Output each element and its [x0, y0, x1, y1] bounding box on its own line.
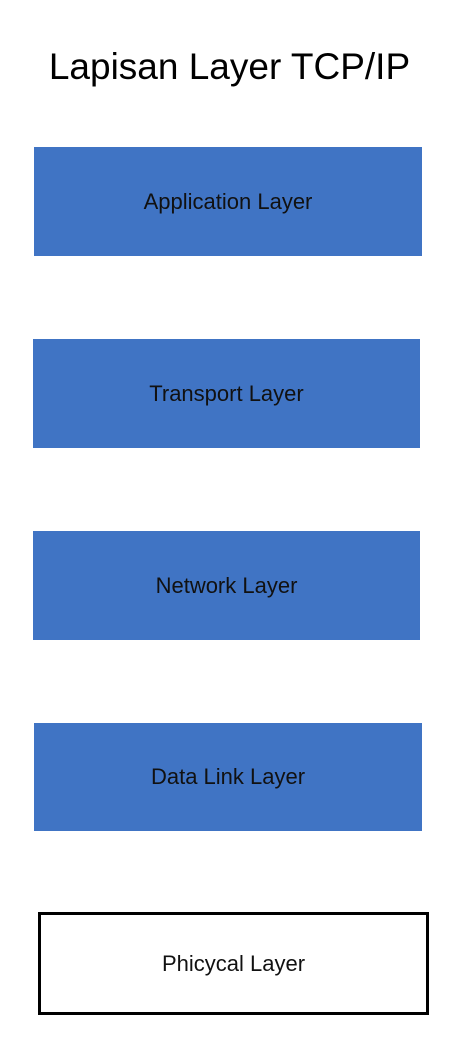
layer-label: Network Layer: [155, 572, 298, 598]
layer-label: Data Link Layer: [150, 764, 306, 789]
diagram-title: Lapisan Layer TCP/IP: [48, 46, 411, 87]
layer-box-physical: Phicycal Layer: [38, 912, 429, 1015]
layer-box-network: Network Layer: [33, 531, 420, 640]
layer-label: Phicycal Layer: [161, 950, 306, 976]
layer-label: Transport Layer: [149, 380, 304, 406]
layer-box-application: Application Layer: [34, 147, 422, 256]
layer-label: Application Layer: [143, 188, 313, 214]
layer-box-transport: Transport Layer: [33, 339, 420, 448]
layer-box-data-link: Data Link Layer: [34, 723, 422, 831]
